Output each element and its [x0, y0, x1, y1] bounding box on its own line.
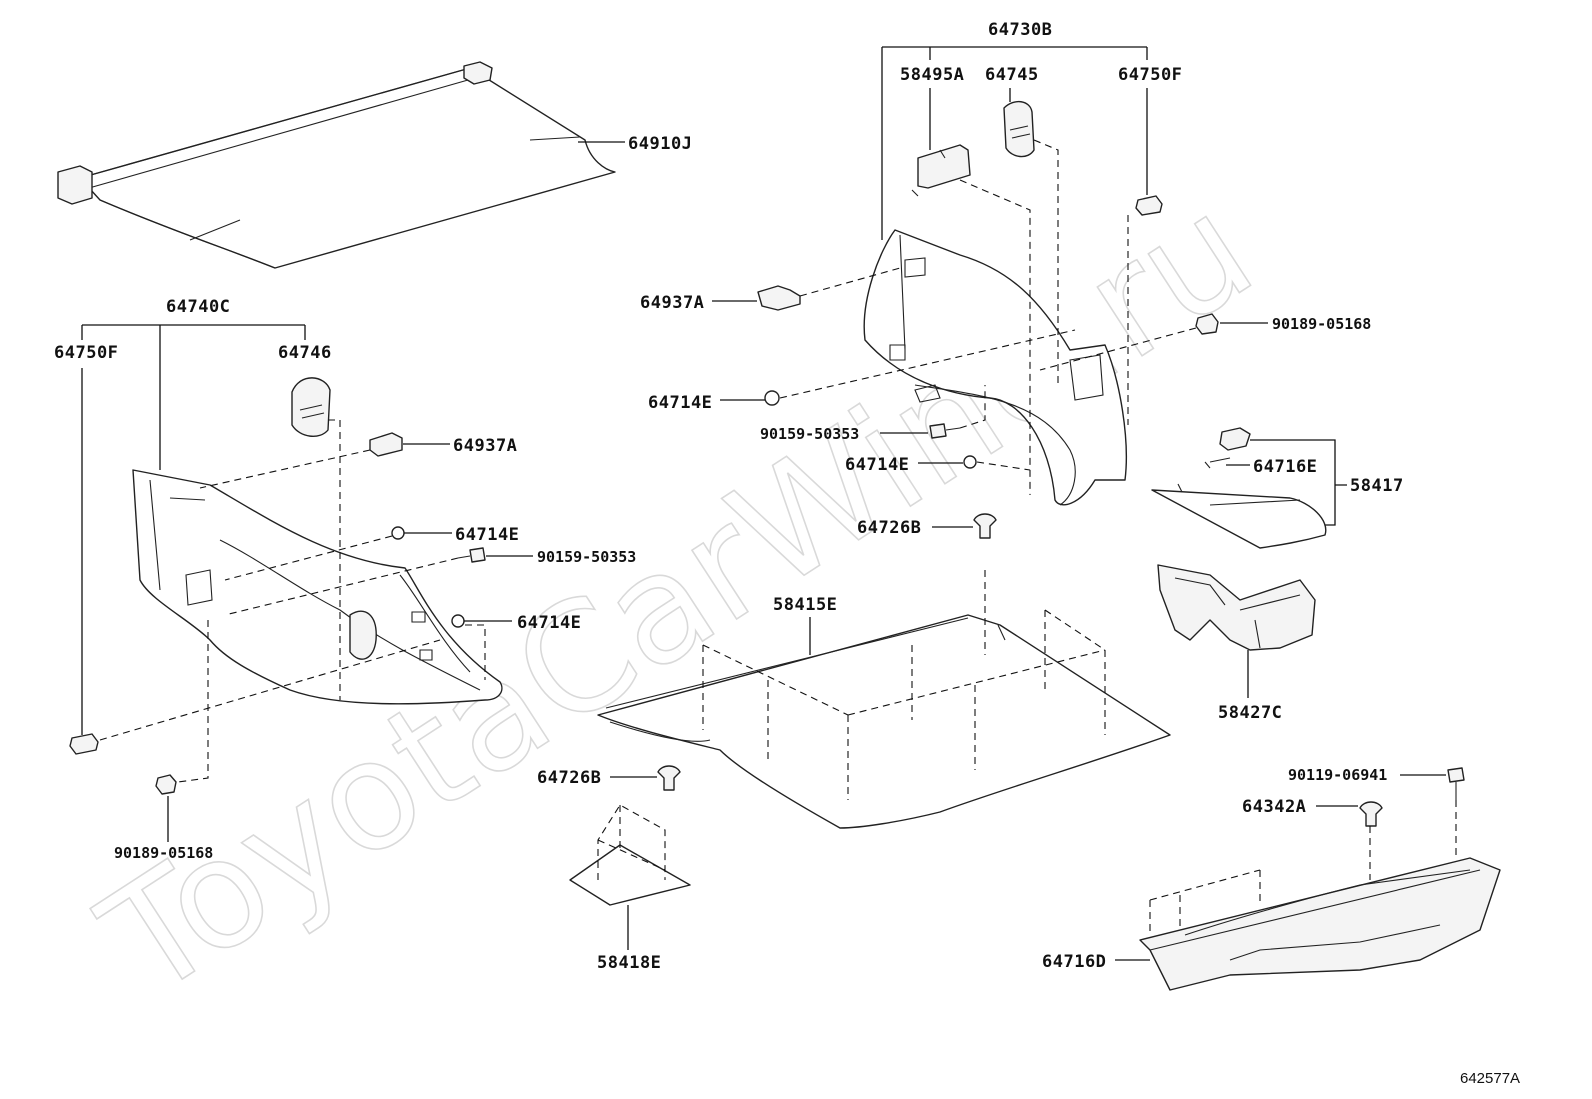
label-90189-right: 90189-05168 [1272, 315, 1371, 333]
cover-64745 [1003, 101, 1035, 158]
label-64716E: 64716E [1253, 457, 1317, 477]
label-64750F-left: 64750F [54, 343, 118, 363]
label-64937A-right: 64937A [640, 293, 704, 313]
label-64937A-left: 64937A [453, 436, 517, 456]
label-64716D: 64716D [1042, 952, 1106, 972]
box-58427C [1157, 564, 1316, 651]
label-64726B-bottom: 64726B [537, 768, 601, 788]
push-rivet-64714E-right-2 [963, 455, 977, 469]
nut-90189-left [155, 774, 177, 795]
label-90119: 90119-06941 [1288, 766, 1387, 784]
label-90159-left: 90159-50353 [537, 548, 636, 566]
label-64745: 64745 [985, 65, 1039, 85]
tray-58417 [1151, 489, 1327, 549]
label-58417: 58417 [1350, 476, 1404, 496]
push-rivet-64714E-right-1 [764, 390, 780, 406]
clip-64937A-right [757, 285, 801, 311]
hook-64716E [1219, 427, 1251, 451]
label-90159-right: 90159-50353 [760, 425, 859, 443]
label-64746: 64746 [278, 343, 332, 363]
label-64750F-right: 64750F [1118, 65, 1182, 85]
label-58415E: 58415E [773, 595, 837, 615]
clip-64726B-bottom [657, 765, 681, 791]
clip-64937A-left [369, 432, 403, 457]
bracket-58495A [917, 144, 971, 189]
label-64714E-right-1: 64714E [648, 393, 712, 413]
label-64714E-left-2: 64714E [517, 613, 581, 633]
label-64726B-top: 64726B [857, 518, 921, 538]
label-58418E: 58418E [597, 953, 661, 973]
diagram-code: 642577A [1460, 1070, 1520, 1087]
push-rivet-64714E-left-1 [391, 526, 405, 540]
screw-90159-right [929, 423, 947, 439]
label-64910J: 64910J [628, 134, 692, 154]
label-90189-left: 90189-05168 [114, 844, 213, 862]
push-rivet-64714E-left-2 [451, 614, 465, 628]
label-64740C: 64740C [166, 297, 230, 317]
label-64730B: 64730B [988, 20, 1052, 40]
cover-58418E [569, 844, 691, 906]
deck-board-58415E [597, 614, 1171, 829]
label-58495A: 58495A [900, 65, 964, 85]
sill-plate-64716D [1139, 857, 1501, 991]
right-side-trim-panel [863, 229, 1127, 506]
clip-64750F-right [1135, 195, 1163, 216]
label-64342A: 64342A [1242, 797, 1306, 817]
label-64714E-right-2: 64714E [845, 455, 909, 475]
clip-64726B-top [973, 513, 997, 539]
nut-90189-right [1195, 313, 1219, 335]
label-64714E-left-1: 64714E [455, 525, 519, 545]
tonneau-cover-64910J [57, 61, 616, 269]
left-side-trim-panel [132, 469, 503, 705]
bolt-90119 [1447, 767, 1465, 783]
label-58427C: 58427C [1218, 703, 1282, 723]
clip-64750F-left [69, 733, 99, 755]
clip-64342A [1359, 801, 1383, 827]
screw-90159-left [469, 547, 486, 563]
